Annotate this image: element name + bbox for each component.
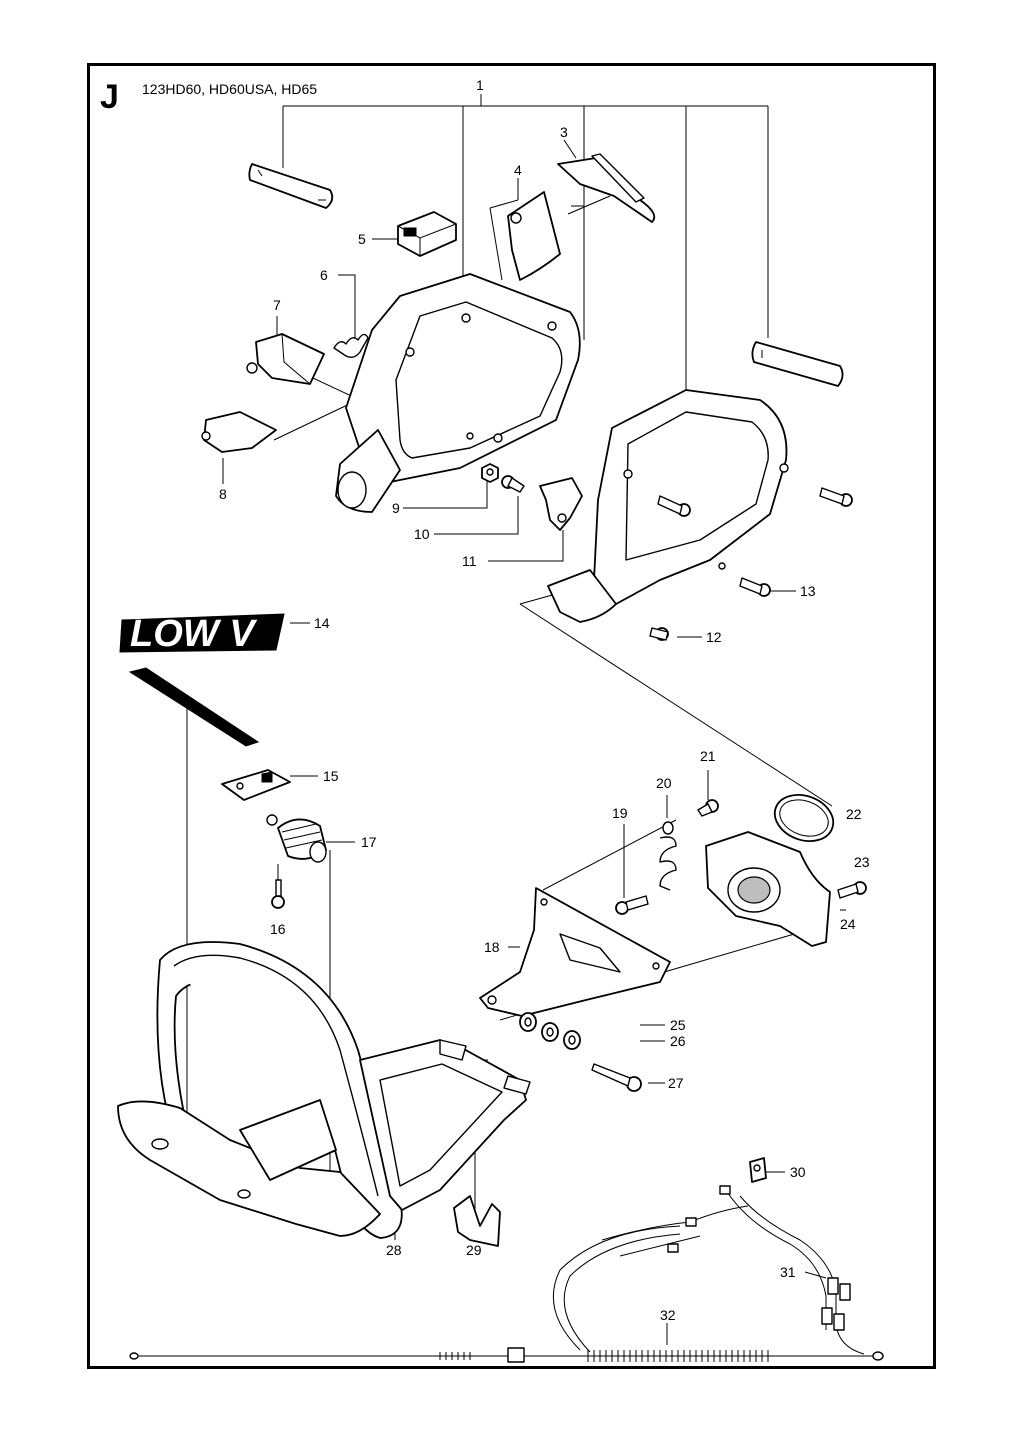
plate [221,769,291,801]
callout-8: 8 [219,486,227,502]
callout-22: 22 [846,806,862,822]
callout-1: 1 [476,77,484,93]
leader-lines [186,94,846,1345]
o-ring [773,794,835,842]
callout-16: 16 [270,921,286,937]
grip-cover-right [751,341,844,387]
screw-19 [615,895,649,915]
lever [201,411,277,453]
washer-25 [519,1012,537,1032]
callout-9: 9 [392,500,400,516]
screw-handle-left [657,495,691,517]
av-housing [705,831,831,947]
av-spring [266,814,327,863]
callout-26: 26 [670,1033,686,1049]
callout-14: 14 [314,615,330,631]
callout-29: 29 [466,1242,482,1258]
throttle-lock [246,333,325,385]
callout-13: 13 [800,583,816,599]
tension-spring [659,821,677,891]
throttle-cable [129,1225,884,1363]
callout-3: 3 [560,124,568,140]
screw-23 [837,881,867,899]
callout-21: 21 [700,748,716,764]
callout-25: 25 [670,1017,686,1033]
callout-20: 20 [656,775,672,791]
grip-cover-left [248,163,334,209]
bolt-27 [591,1063,642,1092]
throttle-lockout [507,191,561,281]
callout-6: 6 [320,267,328,283]
callout-28: 28 [386,1242,402,1258]
clip [453,1195,501,1247]
screw-10 [501,475,525,493]
screw-16 [271,879,285,909]
callout-5: 5 [358,231,366,247]
callout-27: 27 [668,1075,684,1091]
decal-text: LOW V [130,613,257,655]
diagram-frame [87,63,936,1369]
screw-21 [697,799,719,817]
rear-handle-housing [335,273,581,513]
nut [481,463,499,483]
rear-handle-cover [547,389,789,623]
throttle-trigger [557,153,656,223]
low-vibration-decal: LOW V [119,613,285,747]
callout-17: 17 [361,834,377,850]
small-spring [333,333,369,359]
callout-30: 30 [790,1164,806,1180]
callout-18: 18 [484,939,500,955]
stop-switch [397,211,457,257]
section-letter: J [100,78,119,116]
front-handle [117,941,531,1239]
callout-24: 24 [840,916,856,932]
callout-7: 7 [273,297,281,313]
callout-19: 19 [612,805,628,821]
terminal [749,1157,767,1183]
callout-31: 31 [780,1264,796,1280]
callout-23: 23 [854,854,870,870]
callout-15: 15 [323,768,339,784]
callout-12: 12 [706,629,722,645]
model-list: 123HD60, HD60USA, HD65 [142,81,318,97]
wire-harness [601,1185,865,1355]
bracket-11 [539,477,583,531]
callout-32: 32 [660,1307,676,1323]
screw-handle-right [819,487,853,507]
callout-10: 10 [414,526,430,542]
callout-11: 11 [462,553,477,569]
screw-13 [739,577,771,597]
callout-numbers: 1 3 4 5 6 7 8 9 10 11 12 13 14 15 16 17 … [219,77,870,1323]
screw-12 [649,627,669,641]
front-bracket [479,887,671,1017]
callout-4: 4 [514,162,522,178]
washer-26 [541,1022,581,1050]
